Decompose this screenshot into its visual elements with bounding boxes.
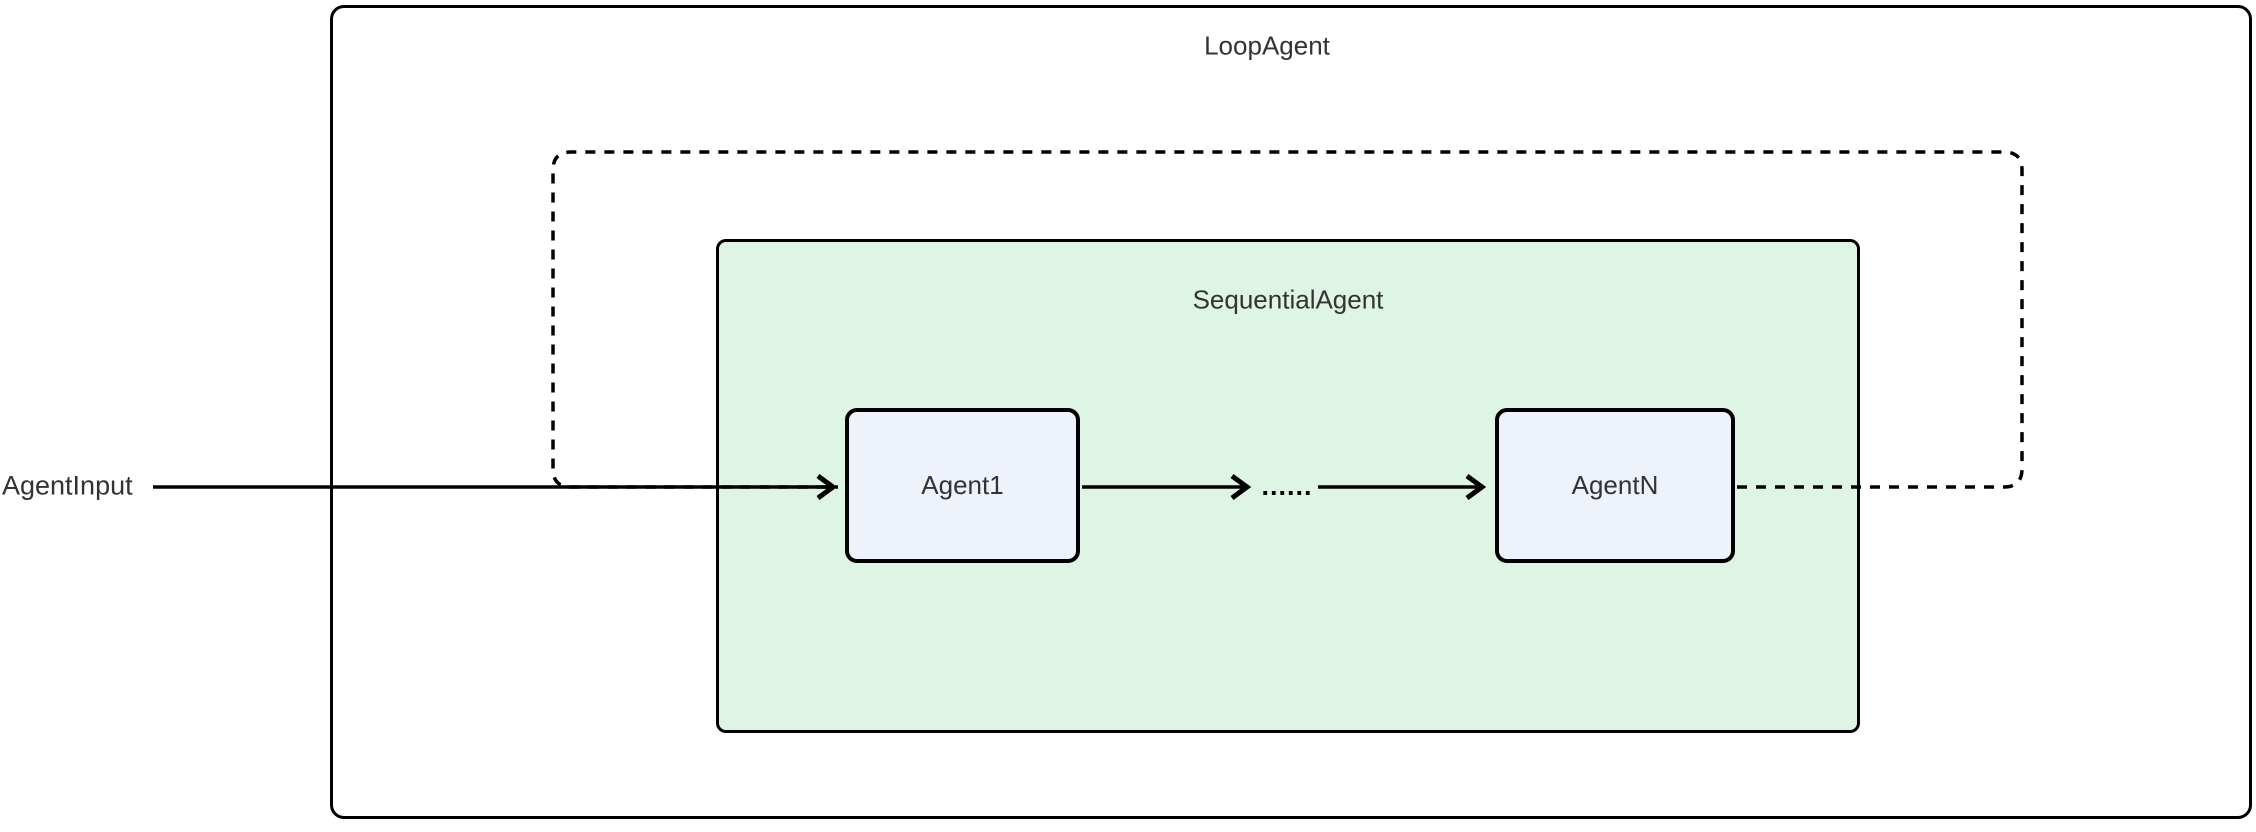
agent-input-label: AgentInput [2,470,133,501]
sequential-agent-label: SequentialAgent [1192,284,1384,315]
node-agent1-label: Agent1 [921,470,1004,500]
ellipsis-label: ...... [1261,471,1313,502]
loop-agent-label: LoopAgent [1204,30,1330,61]
loop-agent-container [330,5,2252,819]
node-agentn-label: AgentN [1571,470,1659,500]
node-agent1: Agent1 [845,408,1080,563]
node-agentn: AgentN [1495,408,1735,563]
